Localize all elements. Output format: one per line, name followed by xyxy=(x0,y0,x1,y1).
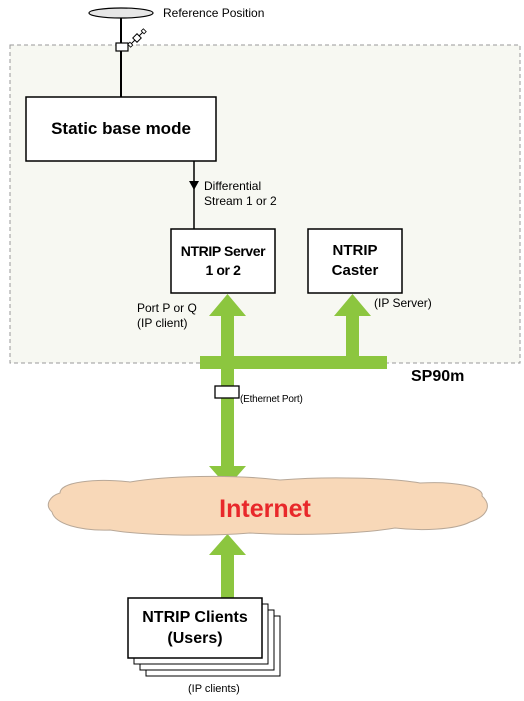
differential-stream-line2: Stream 1 or 2 xyxy=(204,194,277,208)
static-base-label: Static base mode xyxy=(51,119,191,138)
ntrip-server-line1: NTRIP Server xyxy=(180,243,266,259)
ethernet-port-label: (Ethernet Port) xyxy=(240,394,303,405)
ntrip-server-box xyxy=(170,228,276,294)
differential-stream-line1: Differential xyxy=(204,179,262,193)
ntrip-caster-line1: NTRIP xyxy=(332,242,378,259)
ntrip-clients-line2: (Users) xyxy=(167,630,223,647)
ntrip-caster-label: NTRIP Caster xyxy=(308,229,402,293)
antenna-icon xyxy=(88,7,154,97)
ntrip-clients-label: NTRIP Clients (Users) xyxy=(128,598,262,658)
internet-label: Internet xyxy=(219,495,311,523)
caster-uplink-arrow xyxy=(334,294,371,356)
clients-uplink-arrow xyxy=(209,534,246,600)
ntrip-caster-line2: Caster xyxy=(331,262,379,279)
server-port-label: Port P or Q (IP client) xyxy=(137,301,197,331)
lan-horizontal-bar xyxy=(200,356,387,369)
differential-stream-arrowhead xyxy=(189,181,199,190)
ethernet-port-icon xyxy=(214,385,240,399)
sp90m-label: SP90m xyxy=(411,368,465,385)
client-box-front xyxy=(127,597,263,659)
server-port-line1: Port P or Q xyxy=(137,301,197,315)
satellite-icon xyxy=(127,28,147,48)
differential-stream-label: Differential Stream 1 or 2 xyxy=(204,179,277,209)
clients-role-label: (IP clients) xyxy=(188,683,240,695)
static-base-box xyxy=(25,96,217,162)
server-port-line2: (IP client) xyxy=(137,316,188,330)
internet-cloud xyxy=(47,475,488,536)
ntrip-caster-box xyxy=(307,228,403,294)
reference-position-label: Reference Position xyxy=(163,6,265,20)
ntrip-server-line2: 1 or 2 xyxy=(205,262,241,278)
network-arrows xyxy=(200,294,387,600)
internet-downlink-arrow xyxy=(209,369,246,487)
ntrip-server-label: NTRIP Server 1 or 2 xyxy=(171,229,275,293)
caster-role-label: (IP Server) xyxy=(374,296,432,310)
ntrip-clients-line1: NTRIP Clients xyxy=(142,609,248,626)
